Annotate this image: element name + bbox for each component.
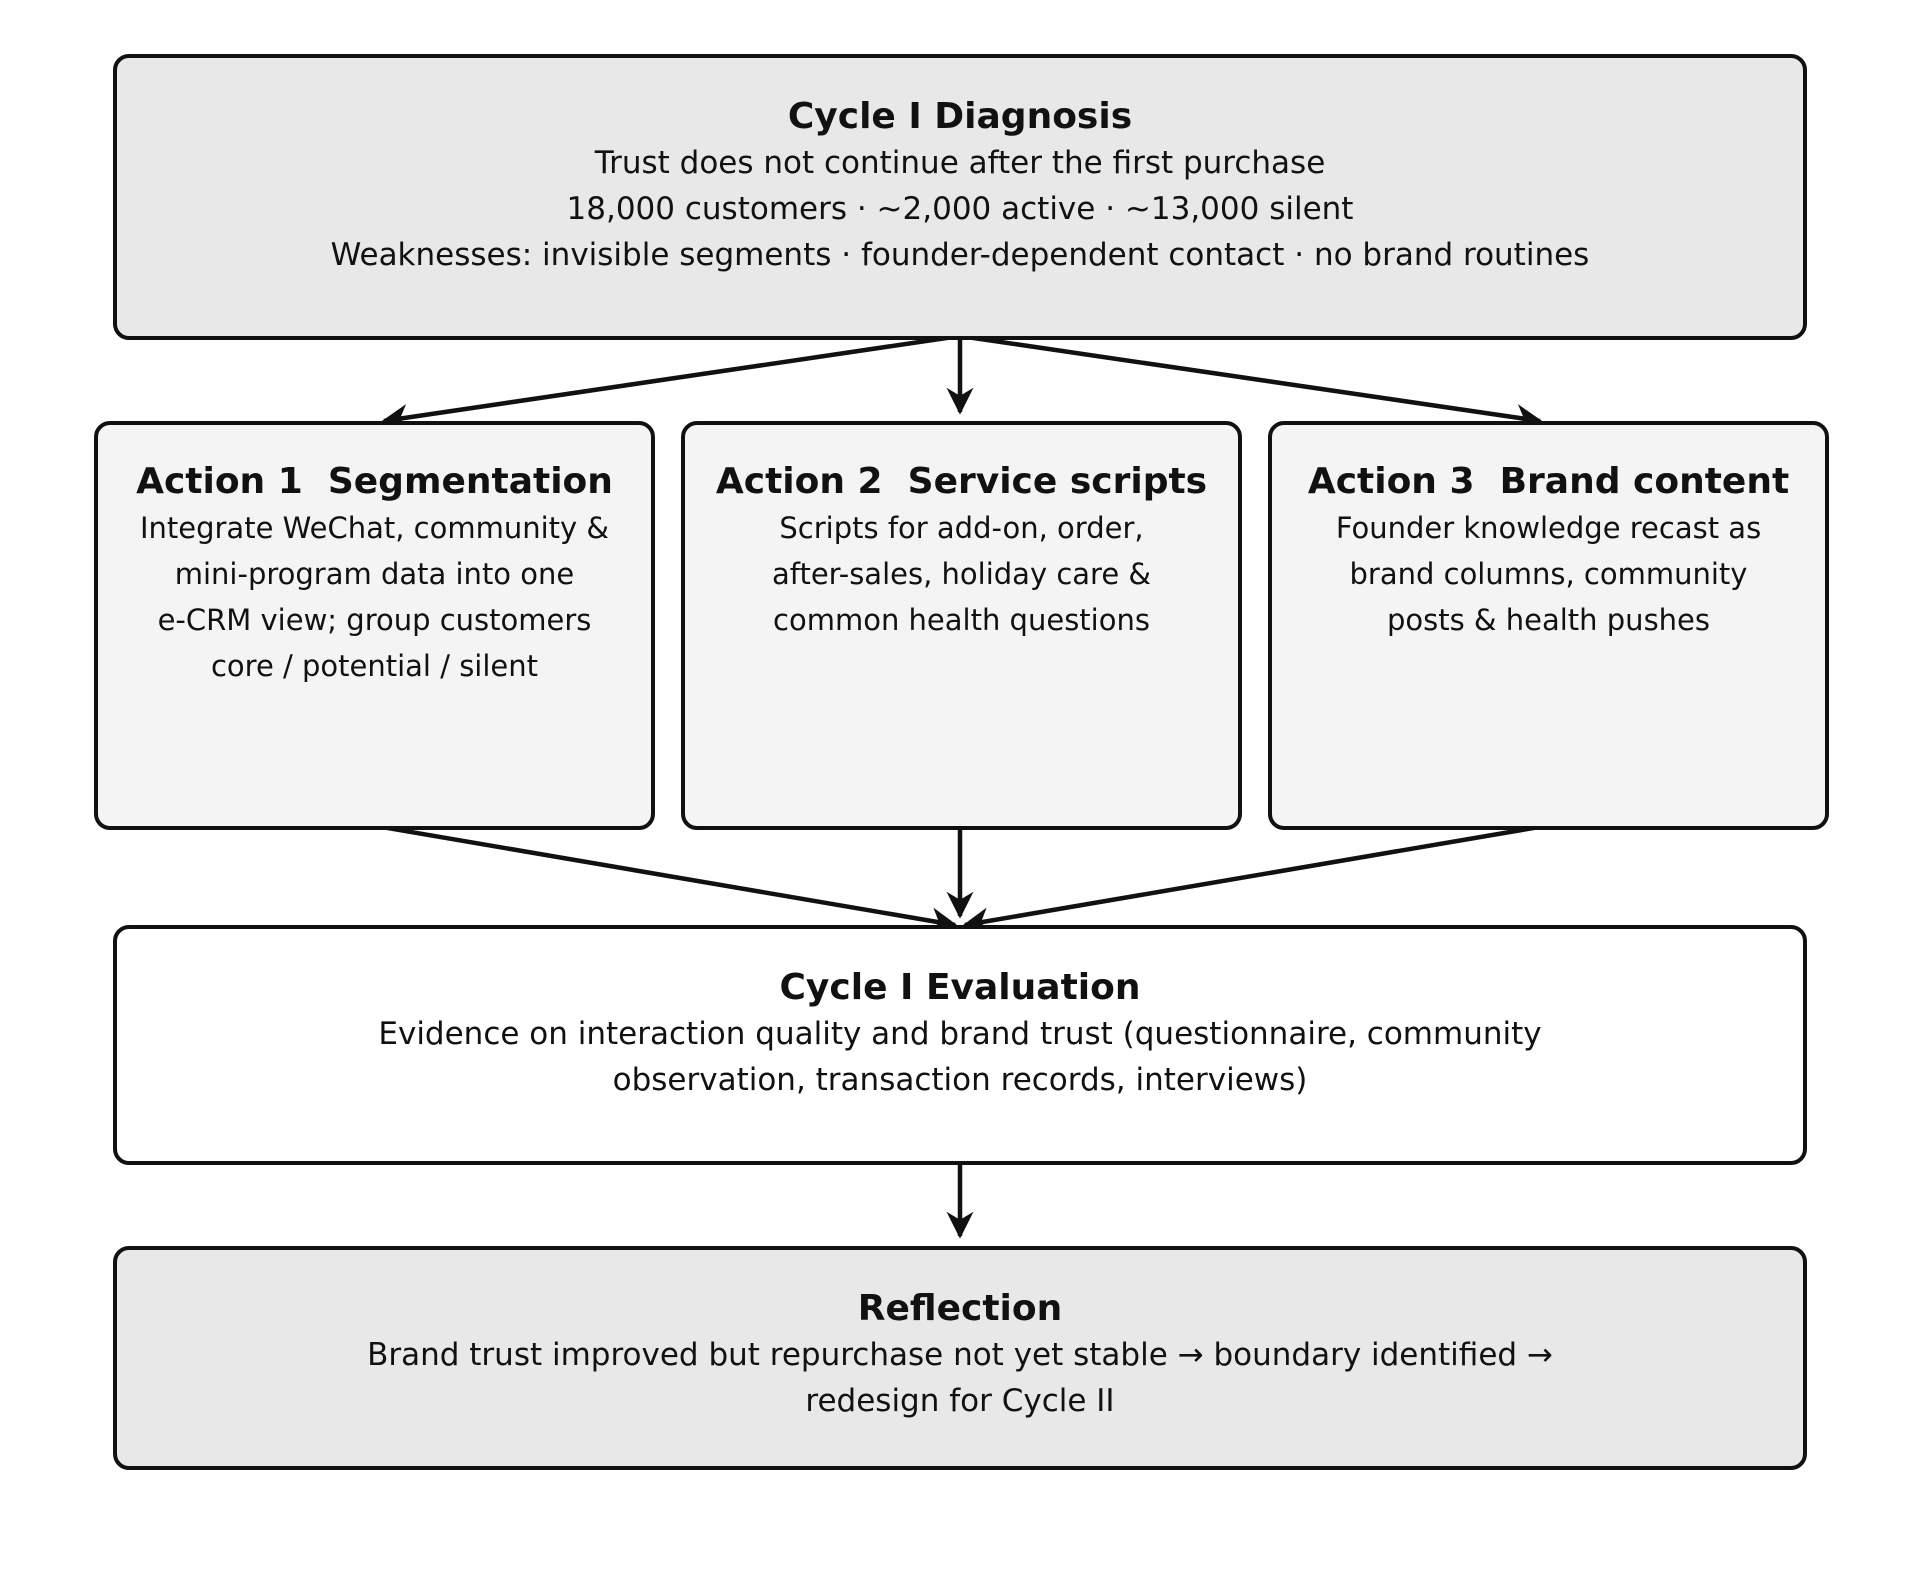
evaluation-line: observation, transaction records, interv…	[612, 1062, 1308, 1098]
reflection-box: Reflection Brand trust improved but repu…	[113, 1246, 1807, 1470]
action-1-title: Action 1 Segmentation	[136, 461, 613, 502]
action-2-box: Action 2 Service scripts Scripts for add…	[681, 421, 1242, 830]
action-2-line: common health questions	[773, 603, 1150, 637]
action-1-line: mini-program data into one	[174, 557, 575, 591]
action-1-line: core / potential / silent	[210, 649, 539, 683]
action-2-title: Action 2 Service scripts	[715, 461, 1208, 502]
action-3-box: Action 3 Brand content Founder knowledge…	[1268, 421, 1829, 830]
action-2-line: Scripts for add-on, order,	[779, 511, 1144, 545]
evaluation-box: Cycle I Evaluation Evidence on interacti…	[113, 925, 1807, 1165]
evaluation-line: Evidence on interaction quality and bran…	[378, 1016, 1542, 1052]
diagnosis-line: Weaknesses: invisible segments · founder…	[330, 237, 1590, 273]
action-3-title: Action 3 Brand content	[1307, 461, 1790, 502]
action-1-box: Action 1 Segmentation Integrate WeChat, …	[94, 421, 655, 830]
reflection-line: redesign for Cycle II	[805, 1383, 1115, 1419]
action-3-line: brand columns, community	[1349, 557, 1748, 591]
reflection-line: Brand trust improved but repurchase not …	[367, 1337, 1553, 1373]
diagnosis-title: Cycle I Diagnosis	[787, 96, 1133, 137]
diagnosis-line: Trust does not continue after the first …	[594, 145, 1326, 181]
arrow-action1-to-evaluation	[375, 823, 958, 935]
arrow-diagnosis-to-action1	[381, 333, 961, 431]
action-3-line: Founder knowledge recast as	[1335, 511, 1762, 545]
evaluation-title: Cycle I Evaluation	[779, 967, 1141, 1008]
action-2-line: after-sales, holiday care &	[771, 557, 1151, 591]
action-1-line: Integrate WeChat, community &	[139, 511, 610, 545]
diagnosis-line: 18,000 customers · ~2,000 active · ~13,0…	[566, 191, 1354, 227]
diagnosis-box: Cycle I Diagnosis Trust does not continu…	[113, 54, 1807, 340]
arrow-action3-to-evaluation	[962, 823, 1546, 935]
action-3-line: posts & health pushes	[1386, 603, 1711, 637]
reflection-title: Reflection	[857, 1288, 1063, 1329]
action-1-line: e-CRM view; group customers	[157, 603, 592, 637]
arrow-diagnosis-to-action3	[959, 333, 1543, 431]
